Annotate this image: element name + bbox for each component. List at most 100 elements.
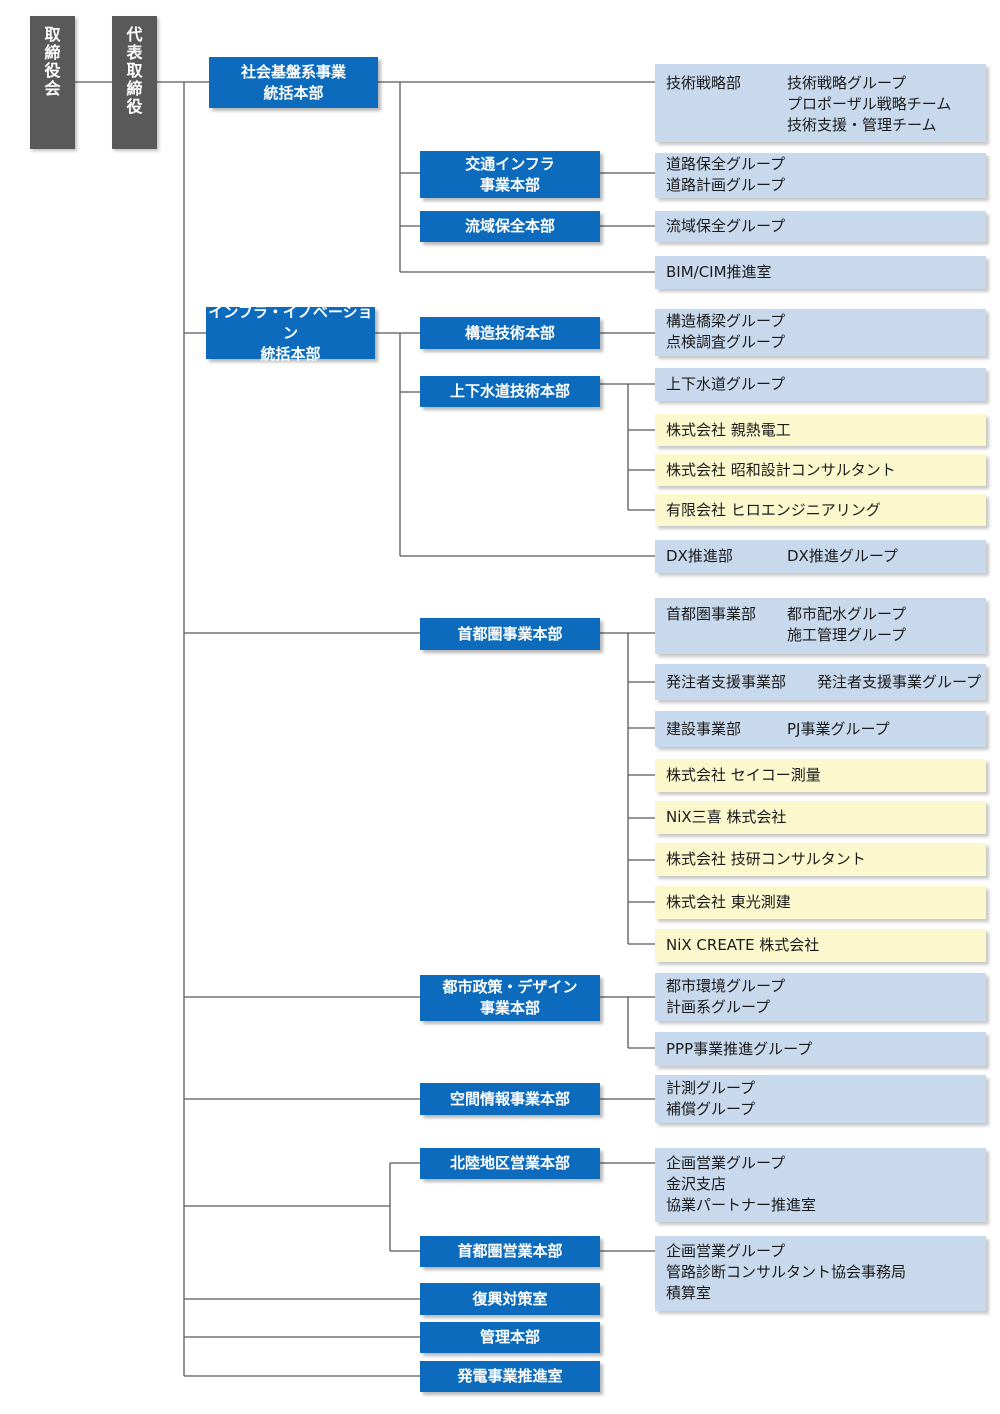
pane-ppp: PPP事業推進グループ [655, 1032, 986, 1066]
list-item: 株式会社 昭和設計コンサルタント [666, 460, 896, 479]
list-item: 道路計画グループ [666, 176, 786, 194]
list-item: NiX三喜 株式会社 [666, 808, 787, 826]
list-item: PPP事業推進グループ [666, 1039, 813, 1058]
group-list: PJ事業グループ [787, 719, 890, 740]
ceo-box: 代表取締役 [112, 16, 157, 149]
list-item: 株式会社 親熱電工 [666, 420, 791, 439]
company-list: 株式会社 昭和設計コンサルタント [666, 460, 896, 481]
pane-douro: 道路保全グループ道路計画グループ [655, 153, 986, 198]
vertical-char: 締 [44, 43, 61, 62]
pane-hacchuu: 発注者支援事業部 発注者支援事業グループ [655, 664, 986, 700]
pane-shinnetsu: 株式会社 親熱電工 [655, 414, 986, 446]
list-item: 施工管理グループ [787, 626, 907, 644]
pane-jouge: 上下水道グループ [655, 368, 986, 401]
vertical-char: 取 [44, 25, 61, 44]
group-list: DX推進グループ [787, 546, 898, 567]
group-list: 企画営業グループ金沢支店協業パートナー推進室 [666, 1153, 980, 1216]
pane-sanki: NiX三喜 株式会社 [655, 801, 986, 834]
division-shuto: 首都圏事業本部 [420, 618, 600, 650]
division-label-line: 空間情報事業本部 [449, 1089, 570, 1108]
list-item: 株式会社 セイコー測量 [666, 766, 821, 784]
dept-label: 建設事業部 [666, 719, 742, 738]
list-item: 計画系グループ [666, 998, 771, 1016]
list-item: 株式会社 東光測建 [666, 893, 791, 911]
vertical-char: 締 [126, 79, 143, 98]
list-item: 構造橋梁グループ [666, 312, 786, 330]
division-fukkou: 復興対策室 [420, 1283, 600, 1315]
board-box: 取締役会 [30, 16, 75, 149]
list-item: 都市環境グループ [666, 977, 786, 995]
company-list: 株式会社 東光測建 [666, 892, 791, 913]
list-item: 道路保全グループ [666, 155, 786, 173]
list-item: 流域保全グループ [666, 217, 786, 235]
list-item: 企画営業グループ [666, 1242, 786, 1260]
list-item: 補償グループ [666, 1100, 756, 1118]
pane-kouzou: 構造橋梁グループ点検調査グループ [655, 309, 986, 356]
division-ryuuiki: 流域保全本部 [420, 211, 600, 242]
division-shutoeigyo: 首都圏営業本部 [420, 1236, 600, 1267]
company-list: 有限会社 ヒロエンジニアリング [666, 500, 881, 521]
company-list: 株式会社 親熱電工 [666, 420, 791, 441]
group-list: 都市配水グループ施工管理グループ [787, 604, 906, 646]
pane-dx: DX推進部 DX推進グループ [655, 540, 986, 573]
division-kanri: 管理本部 [420, 1322, 600, 1353]
division-label-line: 都市政策・デザイン [442, 978, 578, 996]
list-item: 企画営業グループ [666, 1154, 786, 1172]
vertical-char: 表 [126, 43, 143, 62]
division-label-line: 上下水道技術本部 [449, 382, 570, 400]
division-hokuriku: 北陸地区営業本部 [420, 1148, 600, 1179]
division-kuukan: 空間情報事業本部 [420, 1083, 600, 1115]
division-label-line: 統括本部 [263, 83, 324, 102]
list-item: 発注者支援事業グループ [817, 672, 982, 691]
list-item: 管路診断コンサルタント協会事務局 [666, 1263, 907, 1281]
group-list: PPP事業推進グループ [666, 1039, 812, 1060]
division-shakai: 社会基盤系事業統括本部 [209, 57, 378, 108]
group-list: 技術戦略グループプロポーザル戦略チーム技術支援・管理チーム [787, 73, 951, 136]
vertical-char: 役 [44, 61, 61, 80]
pane-touko: 株式会社 東光測建 [655, 886, 986, 919]
list-item: NiX CREATE 株式会社 [666, 936, 820, 954]
list-item: 積算室 [666, 1284, 712, 1302]
pane-giken: 株式会社 技研コンサルタント [655, 843, 986, 876]
division-koutsuu: 交通インフラ事業本部 [420, 151, 600, 198]
company-list: NiX三喜 株式会社 [666, 807, 786, 828]
pane-hokuriku: 企画営業グループ金沢支店協業パートナー推進室 [655, 1148, 986, 1222]
division-label-line: 事業本部 [479, 999, 540, 1017]
dept-label: 技術戦略部 [666, 74, 742, 92]
division-hatsuden: 発電事業推進室 [420, 1361, 600, 1392]
list-item: 技術戦略グループ [787, 74, 907, 92]
group-list: 都市環境グループ計画系グループ [666, 976, 980, 1018]
list-item: 協業パートナー推進室 [666, 1196, 817, 1214]
group-list: 企画営業グループ管路診断コンサルタント協会事務局積算室 [666, 1241, 980, 1304]
pane-kuukan: 計測グループ補償グループ [655, 1075, 986, 1123]
division-kouzou: 構造技術本部 [420, 317, 600, 349]
list-item: 上下水道グループ [666, 375, 786, 393]
list-item: プロポーザル戦略チーム [787, 95, 952, 113]
dept-label: 首都圏事業部 [666, 605, 757, 623]
group-list: 上下水道グループ [666, 374, 785, 395]
pane-toshi: 都市環境グループ計画系グループ [655, 973, 986, 1021]
division-label-line: 北陸地区営業本部 [449, 1154, 570, 1172]
vertical-char: 代 [126, 25, 143, 44]
pane-hiro: 有限会社 ヒロエンジニアリング [655, 494, 986, 526]
division-jouge: 上下水道技術本部 [420, 376, 600, 407]
list-item: BIM/CIM推進室 [666, 263, 772, 281]
vertical-char: 会 [44, 79, 61, 98]
group-list: 道路保全グループ道路計画グループ [666, 154, 980, 196]
vertical-char: 役 [126, 97, 143, 116]
pane-ryuuiki: 流域保全グループ [655, 211, 986, 242]
division-infra: インフラ・イノベーション統括本部 [206, 303, 375, 363]
pane-bim: BIM/CIM推進室 [655, 256, 986, 289]
company-list: 株式会社 セイコー測量 [666, 765, 821, 786]
group-list: 流域保全グループ [666, 216, 785, 237]
group-list: 発注者支援事業グループ [817, 672, 981, 693]
list-item: 有限会社 ヒロエンジニアリング [666, 500, 881, 519]
division-label-line: 統括本部 [260, 344, 321, 363]
division-label-line: 管理本部 [479, 1328, 540, 1346]
list-item: DX推進グループ [787, 547, 898, 565]
division-label-line: 交通インフラ [465, 154, 555, 173]
company-list: NiX CREATE 株式会社 [666, 935, 819, 956]
division-label-line: 発電事業推進室 [457, 1367, 563, 1385]
dept-label: 発注者支援事業部 [666, 672, 787, 691]
